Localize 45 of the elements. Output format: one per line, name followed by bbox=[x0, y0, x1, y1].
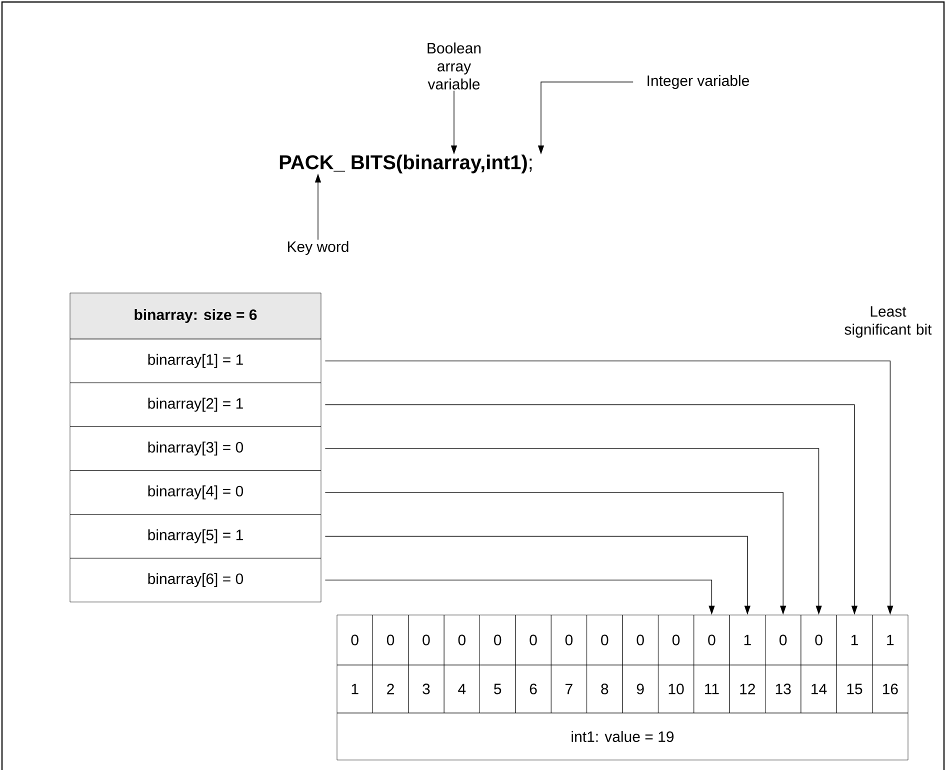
bit-value-cell: 0 bbox=[515, 614, 552, 666]
bit-position-cell: 5 bbox=[480, 664, 516, 714]
bit-value-cell: 0 bbox=[444, 614, 480, 666]
bit-value-cell: 0 bbox=[586, 614, 623, 666]
array-element-cell: binarray[5] = 1 bbox=[70, 514, 322, 558]
bit-value-cell: 1 bbox=[872, 614, 908, 666]
code-statement: PACK_ BITS(binarray,int1); bbox=[280, 154, 532, 174]
annotation-label: Key word bbox=[288, 241, 348, 255]
bit-position-cell: 16 bbox=[872, 664, 908, 714]
bit-value-cell: 1 bbox=[729, 614, 766, 666]
bit-value-cell: 0 bbox=[622, 614, 658, 666]
bit-position-cell: 14 bbox=[800, 664, 837, 714]
bit-value-cell: 0 bbox=[694, 614, 730, 666]
bit-position-cell: 7 bbox=[550, 664, 588, 714]
bit-value-cell: 0 bbox=[550, 614, 588, 666]
bit-position-cell: 3 bbox=[408, 664, 444, 714]
array-element-cell: binarray[1] = 1 bbox=[70, 338, 322, 384]
bit-position-cell: 9 bbox=[622, 664, 658, 714]
array-element-cell: binarray[6] = 0 bbox=[70, 558, 322, 602]
bit-position-cell: 10 bbox=[658, 664, 694, 714]
bit-position-cell: 13 bbox=[765, 664, 802, 714]
bit-position-cell: 11 bbox=[694, 664, 730, 714]
array-element-cell: binarray[2] = 1 bbox=[70, 382, 322, 427]
array-header-cell: binarray: size = 6 bbox=[70, 292, 322, 340]
bit-position-cell: 15 bbox=[836, 664, 873, 714]
bit-value-cell: 1 bbox=[836, 614, 873, 666]
annotation-label: Least significant bit bbox=[844, 306, 932, 338]
register-value-cell: int1: value = 19 bbox=[336, 712, 908, 760]
bit-value-cell: 0 bbox=[480, 614, 516, 666]
bit-position-cell: 6 bbox=[515, 664, 552, 714]
bit-position-cell: 1 bbox=[336, 664, 373, 714]
bit-position-cell: 4 bbox=[444, 664, 480, 714]
annotation-label: Boolean array variable bbox=[428, 42, 481, 90]
annotation-label: Integer variable bbox=[648, 75, 749, 89]
bit-value-cell: 0 bbox=[336, 614, 373, 666]
bit-position-cell: 2 bbox=[372, 664, 409, 714]
bit-value-cell: 0 bbox=[658, 614, 694, 666]
bit-value-cell: 0 bbox=[800, 614, 837, 666]
bit-position-cell: 8 bbox=[586, 664, 623, 714]
array-element-cell: binarray[3] = 0 bbox=[70, 426, 322, 471]
bit-value-cell: 0 bbox=[408, 614, 444, 666]
bit-value-cell: 0 bbox=[765, 614, 802, 666]
bit-position-cell: 12 bbox=[729, 664, 766, 714]
bit-value-cell: 0 bbox=[372, 614, 409, 666]
array-element-cell: binarray[4] = 0 bbox=[70, 470, 322, 515]
